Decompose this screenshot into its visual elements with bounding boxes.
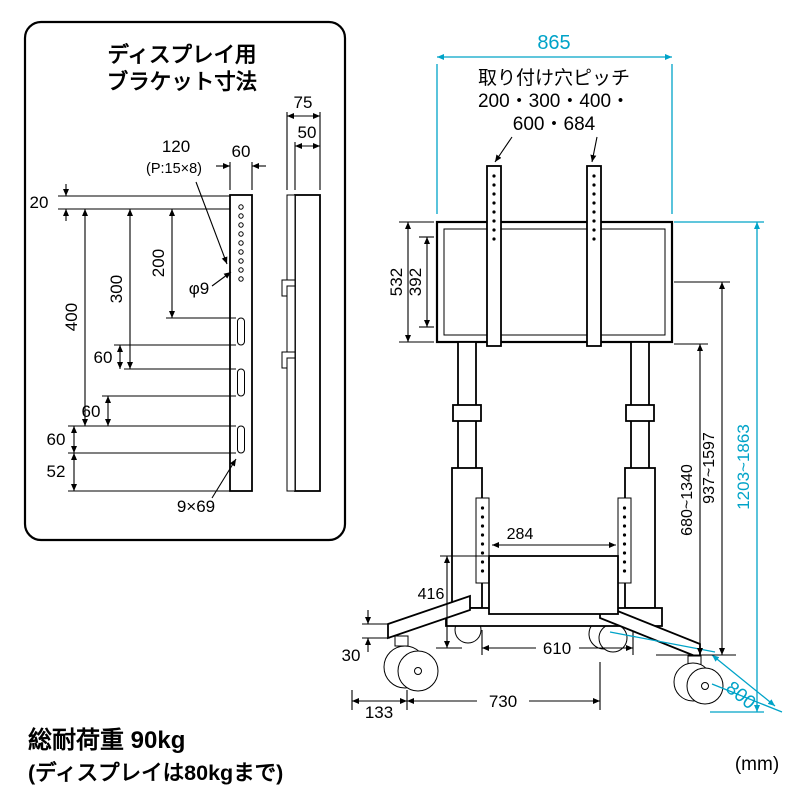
slot	[237, 317, 245, 346]
dim-shelf-pitch-284: 284	[492, 526, 616, 548]
dim-label-9x69: 9×69	[177, 497, 215, 516]
slot	[237, 425, 245, 454]
back-panel	[488, 555, 619, 615]
dim-hole-span-120: 120 (P:15×8)	[146, 137, 228, 265]
side-body	[294, 194, 321, 492]
dim-label-133: 133	[365, 703, 393, 722]
dim-plate-width-60: 60	[216, 142, 266, 190]
dim-caster-span-730: 730	[407, 662, 601, 711]
load-capacity-line2: (ディスプレイは80kgまで)	[28, 760, 283, 785]
dim-span-200: 200	[149, 209, 236, 319]
dim-label-30: 30	[342, 646, 361, 665]
dim-side-depth-75: 75	[286, 93, 321, 190]
dim-width-865: 865	[436, 32, 673, 214]
mounting-slots	[237, 317, 245, 454]
panel-title-line2: ブラケット寸法	[107, 69, 258, 94]
dim-label-60a: 60	[94, 348, 113, 367]
shelf-rail-right	[617, 497, 632, 584]
bracket-diagram-panel: ディスプレイ用 ブラケット寸法	[23, 20, 347, 542]
dim-base-height-30: 30	[342, 610, 390, 665]
dim-label-865: 865	[537, 32, 570, 54]
caster-front-right	[673, 655, 724, 705]
dim-inner-width-610: 610	[481, 630, 634, 658]
dim-display-bottom-height: 680~1340	[656, 343, 736, 656]
vesa-holes-right	[592, 174, 596, 241]
dim-label-60b: 60	[82, 402, 101, 421]
dim-label-680-1340: 680~1340	[679, 464, 696, 536]
dim-label-200: 200	[149, 249, 168, 277]
dim-label-75: 75	[294, 93, 313, 112]
caster-front-left	[383, 635, 439, 692]
dim-span-300: 300	[107, 209, 236, 370]
pitch-values-line2: 600・684	[513, 114, 596, 135]
dim-bottom-offset-52: 52	[47, 453, 230, 492]
vesa-bracket-right	[586, 165, 602, 347]
dim-side-depth-50: 50	[294, 123, 320, 190]
unit-label: (mm)	[735, 754, 779, 775]
dim-label-60-top: 60	[232, 142, 251, 161]
dim-label-50: 50	[298, 123, 317, 142]
dim-label-20: 20	[30, 193, 49, 212]
dim-bracket-span-392: 392	[406, 236, 434, 328]
pitch-values-line1: 200・300・400・	[478, 91, 630, 112]
side-flange	[286, 194, 296, 492]
dim-span-400: 400	[62, 209, 236, 427]
dim-label-392: 392	[406, 268, 425, 296]
vesa-holes-left	[492, 174, 496, 241]
dim-label-52: 52	[47, 462, 66, 481]
hook-upper	[281, 279, 296, 297]
mounting-holes-column	[238, 204, 244, 282]
display-inner-bezel	[443, 228, 666, 336]
dim-label-1203-1863: 1203~1863	[734, 424, 753, 510]
dim-bracket-height-532: 532	[387, 221, 434, 343]
vesa-bracket-left	[486, 165, 502, 347]
column-left	[451, 341, 483, 609]
dim-label-300: 300	[107, 275, 126, 303]
stand-drawing: 865 取り付け穴ピッチ 200・300・400・ 600・684 532 39…	[342, 32, 783, 722]
dim-label-400: 400	[62, 303, 81, 331]
dim-label-610: 610	[543, 639, 571, 658]
hook-lower	[281, 351, 296, 369]
dim-label-60c: 60	[47, 430, 66, 449]
dim-label-120: 120	[162, 137, 190, 156]
dim-shelf-height-416: 416	[418, 555, 488, 649]
load-capacity-line1: 総耐荷重 90kg	[28, 726, 185, 754]
dim-label-532: 532	[387, 268, 406, 296]
mounting-pitch-note: 取り付け穴ピッチ 200・300・400・ 600・684	[478, 67, 630, 163]
dim-label-phi9: φ9	[189, 279, 209, 298]
dim-caster-offset-133: 133	[351, 690, 408, 722]
bracket-side-view	[281, 194, 321, 492]
shelf-rail-left	[475, 497, 490, 584]
dim-label-416: 416	[418, 586, 445, 603]
dim-label-284: 284	[507, 526, 534, 543]
dim-hole-diameter: φ9	[189, 271, 232, 298]
pitch-title: 取り付け穴ピッチ	[478, 67, 630, 89]
dim-label-pitch-note: (P:15×8)	[146, 161, 202, 177]
dim-label-937-1597: 937~1597	[701, 432, 718, 504]
dim-gap-60a: 60	[94, 344, 236, 369]
dim-slot-size: 9×69	[177, 458, 237, 516]
footer-notes: 総耐荷重 90kg (ディスプレイは80kgまで) (mm)	[28, 726, 779, 785]
dim-display-center-height: 937~1597	[674, 281, 730, 655]
panel-title-line1: ディスプレイ用	[108, 42, 257, 67]
bracket-front-view	[229, 194, 253, 492]
dim-overall-height: 1203~1863	[674, 221, 764, 713]
dim-gap-60b: 60	[82, 395, 236, 426]
slot	[237, 368, 245, 397]
dim-gap-60c: 60	[47, 426, 236, 454]
dim-label-730: 730	[489, 692, 517, 711]
dim-label-800: 800	[722, 678, 760, 714]
